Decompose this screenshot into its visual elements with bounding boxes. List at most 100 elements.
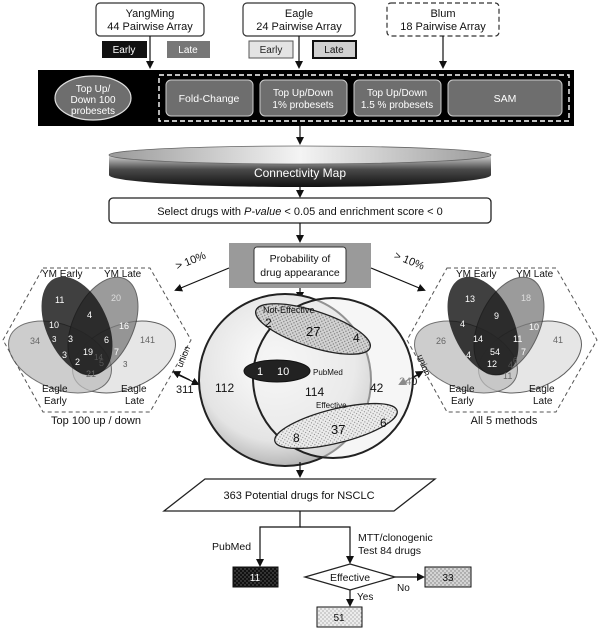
ym-late-tag <box>167 41 210 58</box>
center-n42: 42 <box>370 381 384 395</box>
left-eagle-late-label-2: Late <box>125 396 145 407</box>
no-label: No <box>397 583 410 594</box>
potential-drugs-box <box>162 478 437 512</box>
blum-subtitle: 18 Pairwise Array <box>400 21 486 33</box>
top1-label-2: 1% probesets <box>272 100 333 111</box>
right-n4a: 4 <box>460 319 465 329</box>
right-eagle-early-label-2: Early <box>451 396 474 407</box>
right-n9: 9 <box>494 311 499 321</box>
yes-label: Yes <box>357 592 373 603</box>
pubmed-result-value: 11 <box>250 573 261 584</box>
center-n8: 8 <box>293 431 300 445</box>
top15-method <box>353 79 442 117</box>
ym-early-tag <box>102 41 147 58</box>
center-n37: 37 <box>331 422 345 437</box>
left-n7: 7 <box>114 347 119 357</box>
right-n18: 18 <box>521 293 531 303</box>
left-venn: YM Early YM Late 11 20 10 4 16 34 141 3 … <box>2 267 192 413</box>
right-venn: YM Early YM Late 13 18 9 4 10 14 11 26 4… <box>406 267 598 413</box>
not-effective-result-value: 33 <box>442 573 454 584</box>
yangming-title: YangMing <box>126 8 175 20</box>
top1-label-1: Top Up/Down <box>273 88 333 99</box>
left-n3c: 3 <box>52 335 57 344</box>
ym-late-label: Late <box>178 45 198 56</box>
right-n10: 10 <box>529 322 539 332</box>
effective-label: Effective <box>316 401 347 410</box>
right-eagle-late-label-1: Eagle <box>529 384 555 395</box>
top100-label-3: probesets <box>71 106 115 117</box>
center-n114: 114 <box>305 385 324 399</box>
center-n1: 1 <box>257 366 263 378</box>
left-n3a: 3 <box>68 334 73 344</box>
top15-label-1: Top Up/Down <box>367 88 427 99</box>
left-n34: 34 <box>30 336 40 346</box>
center-n6: 6 <box>380 416 387 430</box>
center-n2: 2 <box>265 316 272 330</box>
top15-label-2: 1.5 % probesets <box>361 100 433 111</box>
blum-title: Blum <box>430 8 455 20</box>
probability-inner <box>253 246 347 284</box>
center-venn: Not-Effective PubMed Effective 2 27 4 1 … <box>198 293 414 467</box>
not-effective-result-box <box>424 566 472 588</box>
left-n2: 2 <box>75 357 80 367</box>
connectivity-map-label: Connectivity Map <box>254 166 346 180</box>
right-n12: 12 <box>487 359 497 369</box>
pct-right-label: > 10% <box>392 250 426 273</box>
pubmed-label: PubMed <box>313 368 343 377</box>
effective-set <box>274 402 398 450</box>
right-n4b: 4 <box>466 350 471 360</box>
left-n21: 21 <box>86 369 96 379</box>
cylinder-top <box>108 145 492 165</box>
right-n4c: 4 <box>508 360 513 370</box>
potential-drugs-label: 363 Potential drugs for NSCLC <box>223 490 374 502</box>
select-drugs-text: Select drugs with P-value < 0.05 and enr… <box>157 206 443 218</box>
top100-label-1: Top Up/ <box>76 84 111 95</box>
not-effective-set <box>255 303 371 355</box>
pubmed-branch-label: PubMed <box>212 541 251 553</box>
right-n6: 6 <box>513 356 518 365</box>
left-ym-early-set <box>41 276 113 376</box>
eagle-early-label: Early <box>260 45 283 56</box>
sam-label: SAM <box>494 93 517 105</box>
right-n26: 26 <box>436 336 446 346</box>
left-n3b: 3 <box>62 350 67 360</box>
effective-result-value: 51 <box>333 613 345 624</box>
yangming-subtitle: 44 Pairwise Array <box>107 21 193 33</box>
ym-early-label: Early <box>113 45 136 56</box>
mtt-label-2: Test 84 drugs <box>358 545 421 557</box>
right-ym-early-label: YM Early <box>456 269 497 280</box>
left-ym-early-label: YM Early <box>42 269 83 280</box>
eagle-late-label: Late <box>324 45 344 56</box>
top100-method <box>54 75 132 121</box>
left-n141: 141 <box>140 335 155 345</box>
left-n6: 6 <box>104 335 109 345</box>
pubmed-result-box <box>232 566 279 588</box>
right-ym-early-set <box>447 276 519 376</box>
eagle-title: Eagle <box>285 8 313 20</box>
probability-line-1: Probability of <box>270 253 331 265</box>
left-n10: 10 <box>49 320 59 330</box>
eagle-late-tag <box>312 40 357 59</box>
right-n13: 13 <box>465 294 475 304</box>
left-n11: 11 <box>55 295 64 305</box>
left-ym-late-label: YM Late <box>104 269 142 280</box>
mtt-label-1: MTT/clonogenic <box>358 532 433 544</box>
not-effective-label: Not-Effective <box>263 305 314 315</box>
eagle-early-tag <box>248 40 294 59</box>
left-eagle-early-label-1: Eagle <box>42 384 68 395</box>
center-n4: 4 <box>353 331 360 345</box>
right-n54: 54 <box>490 347 500 357</box>
right-n7: 7 <box>521 347 526 357</box>
top1-method <box>259 79 348 117</box>
fold-change-method <box>165 79 254 117</box>
top100-label-2: Down 100 <box>70 95 115 106</box>
left-caption: Top 100 up / down <box>51 415 141 427</box>
right-caption: All 5 methods <box>471 415 538 427</box>
methods-dashed-group <box>158 74 570 122</box>
right-eagle-late-label-2: Late <box>533 396 553 407</box>
effective-result-box <box>316 606 363 628</box>
left-n16: 16 <box>119 321 129 331</box>
left-n3d: 3 <box>123 360 128 369</box>
left-total: 311 <box>176 384 194 396</box>
